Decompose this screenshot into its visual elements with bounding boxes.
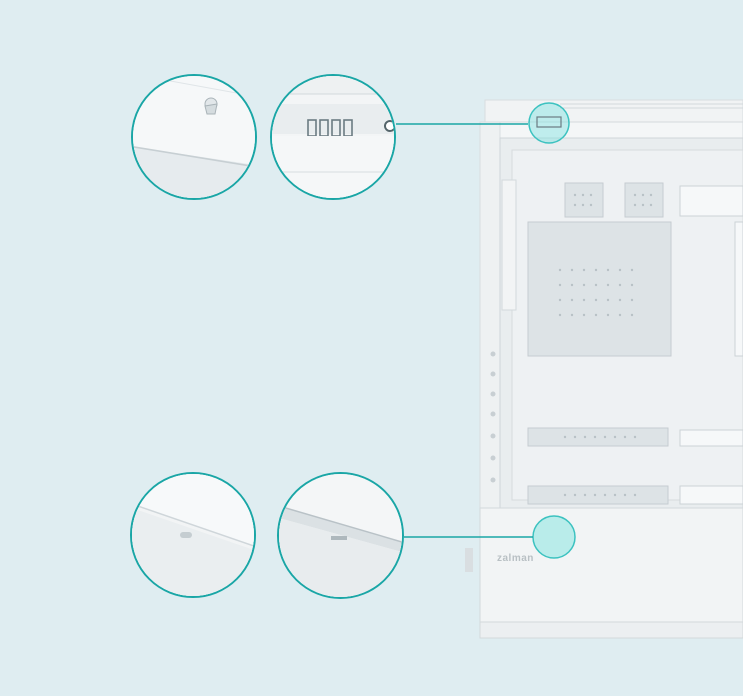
callout-bottom-right — [277, 472, 404, 599]
callout-top-right — [270, 74, 396, 200]
callout-bottom-left — [130, 472, 256, 598]
case-edge-latch-detail — [133, 76, 255, 198]
callout-top-left — [131, 74, 257, 200]
bottom-panel-notch-detail — [279, 474, 402, 597]
brand-logo-text: zalman — [497, 553, 534, 564]
top-clip-detail — [272, 76, 394, 198]
bottom-panel-edge-detail — [132, 474, 254, 596]
